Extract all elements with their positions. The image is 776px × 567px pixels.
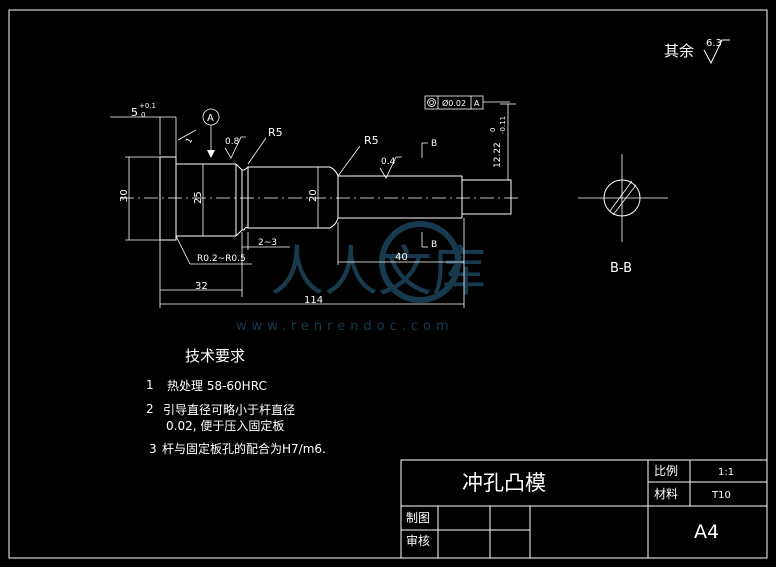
tolerance-datum: A bbox=[474, 99, 480, 108]
section-label: B-B bbox=[610, 261, 632, 276]
part-outline bbox=[159, 156, 512, 241]
dim-tip-tol-lower: -0.11 bbox=[499, 116, 507, 134]
dim-step-tol-lower: 0 bbox=[141, 111, 145, 119]
part-name: 冲孔凸模 bbox=[462, 471, 546, 495]
watermark: 人人文库 www.renrendoc.com bbox=[236, 221, 486, 334]
dim-tip-tol-upper: 0 bbox=[489, 128, 497, 132]
roughness-note-value: 6.3 bbox=[706, 38, 722, 49]
section-mark-bottom: B bbox=[431, 240, 437, 250]
tech-requirements: 技术要求 1 热处理 58-60HRC 2 引导直径可略小于杆直径 0.02, … bbox=[146, 347, 326, 456]
dim-small-radius: R0.2~R0.5 bbox=[197, 254, 246, 264]
rough-head-side: 0.8 bbox=[225, 137, 240, 147]
tech-req-2-num: 2 bbox=[146, 402, 154, 416]
material-label: 材料 bbox=[654, 487, 678, 501]
tech-req-3-text: 杆与固定板孔的配合为H7/m6. bbox=[162, 441, 326, 456]
scale-label: 比例 bbox=[654, 464, 678, 478]
section-view: B-B bbox=[578, 154, 668, 276]
roughness-symbol bbox=[703, 39, 730, 65]
watermark-text: 人人文库 bbox=[270, 240, 486, 303]
datum-label: A bbox=[207, 113, 214, 124]
tech-req-3-num: 3 bbox=[149, 442, 157, 456]
dim-neck-width: 2~3 bbox=[258, 238, 277, 248]
dim-step-tol-upper: +0.1 bbox=[139, 102, 156, 110]
tech-req-2-text: 引导直径可略小于杆直径 bbox=[163, 402, 295, 417]
scale-value: 1:1 bbox=[718, 467, 734, 478]
checked-label: 审核 bbox=[406, 533, 430, 548]
sheet-size: A4 bbox=[694, 521, 719, 543]
dim-radius-shank: R5 bbox=[364, 134, 379, 147]
tolerance-frame: Ø0.02 A bbox=[424, 95, 510, 110]
tech-req-1-num: 1 bbox=[146, 378, 154, 392]
dim-head-diameter: 30 bbox=[119, 189, 130, 202]
dimensions: 30 25 20 12.22 0 -0.11 5 +0.1 0 1 A 0.8 … bbox=[110, 102, 516, 308]
tech-req-2-text2: 0.02, 便于压入固定板 bbox=[166, 418, 284, 433]
dim-neck-diameter: 25 bbox=[193, 191, 204, 204]
drawing-border bbox=[8, 9, 768, 559]
dim-total-length: 114 bbox=[304, 295, 323, 306]
title-block: 冲孔凸模 比例 1:1 材料 T10 制图 审核 A4 bbox=[400, 459, 768, 559]
section-mark-top: B bbox=[431, 139, 437, 149]
tolerance-value: Ø0.02 bbox=[442, 98, 466, 108]
dim-angle-mark: 1 bbox=[184, 136, 194, 145]
watermark-url: www.renrendoc.com bbox=[236, 319, 454, 334]
roughness-note: 其余 6.3 bbox=[664, 38, 730, 65]
tech-req-1-text: 热处理 58-60HRC bbox=[167, 379, 267, 393]
dim-tip-diameter: 12.22 bbox=[493, 142, 503, 168]
drawn-label: 制图 bbox=[406, 511, 430, 525]
dim-step-length: 5 bbox=[131, 106, 138, 119]
material-value: T10 bbox=[711, 490, 731, 501]
dim-tip-length: 40 bbox=[395, 252, 408, 263]
dim-shank-diameter: 20 bbox=[308, 189, 319, 202]
dim-head-length: 32 bbox=[195, 281, 208, 292]
roughness-note-label: 其余 bbox=[664, 42, 694, 60]
rough-shank: 0.4 bbox=[381, 157, 396, 167]
tech-req-title: 技术要求 bbox=[185, 347, 245, 365]
dim-radius-head: R5 bbox=[268, 126, 283, 139]
